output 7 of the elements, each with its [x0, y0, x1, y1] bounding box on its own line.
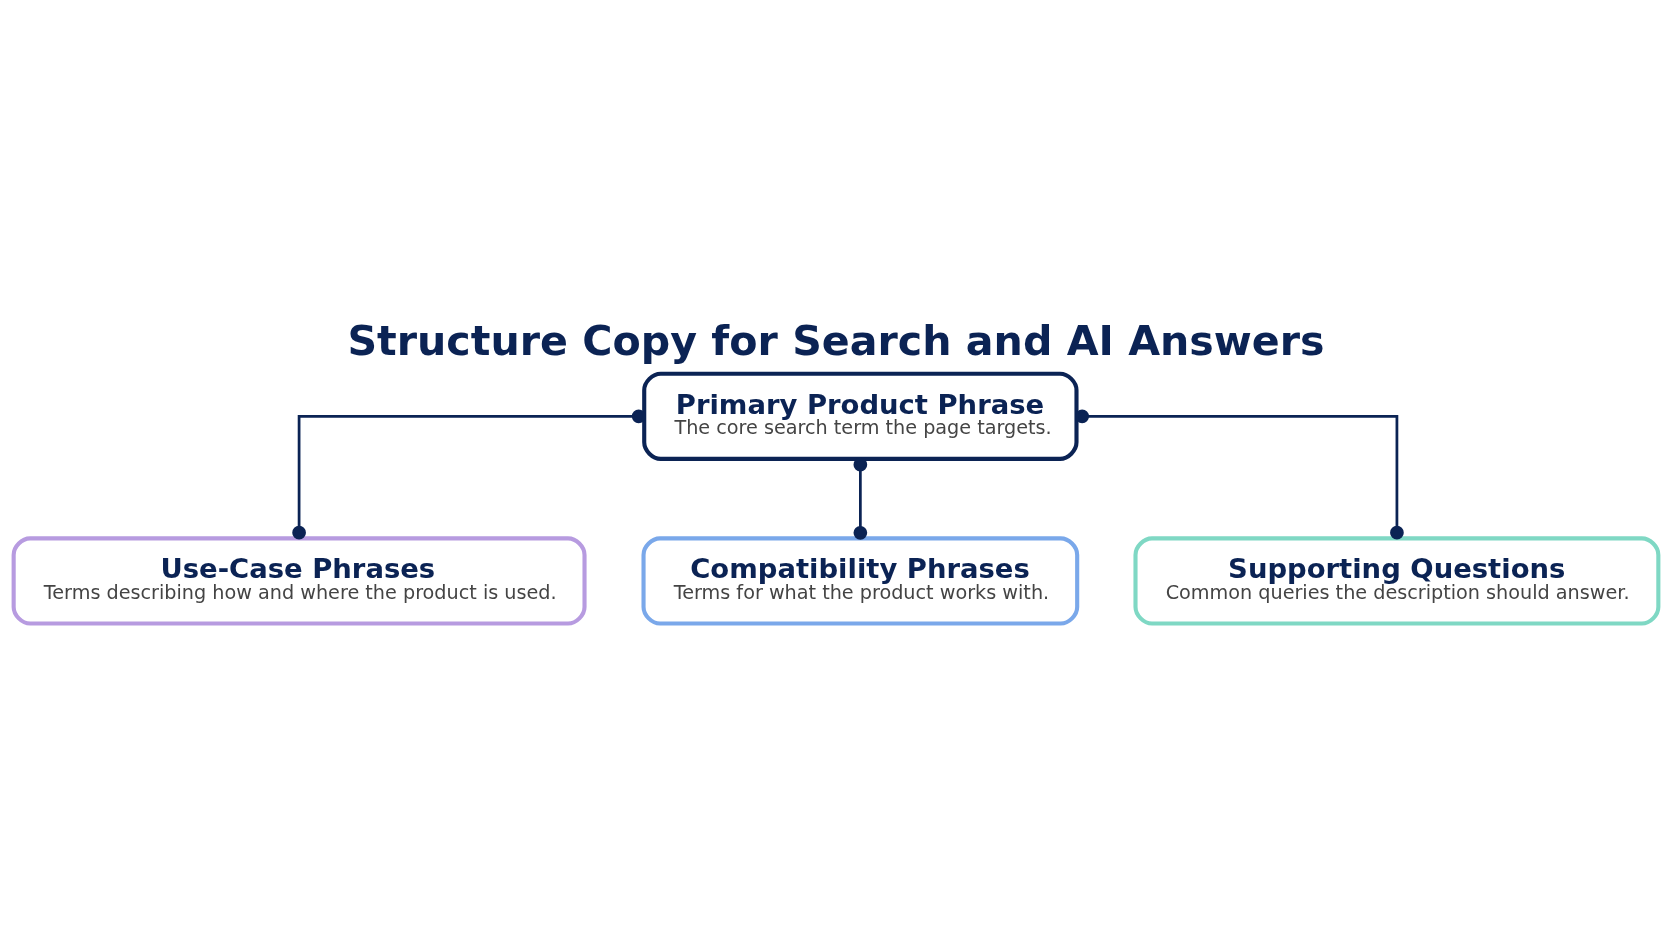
- diagram-title: Structure Copy for Search and AI Answers: [347, 316, 1325, 365]
- connector: [292, 409, 646, 540]
- connector: [1075, 409, 1404, 540]
- node-box: Primary Product Phrase The core search term the page targets.: [642, 371, 1079, 461]
- node-box: Use-Case Phrases Terms describing how and where the product is used.: [11, 536, 587, 626]
- node-box: Compatibility Phrases Terms for what the product works with.: [641, 536, 1080, 626]
- node-box: Supporting Questions Common queries the description should answer.: [1133, 536, 1661, 626]
